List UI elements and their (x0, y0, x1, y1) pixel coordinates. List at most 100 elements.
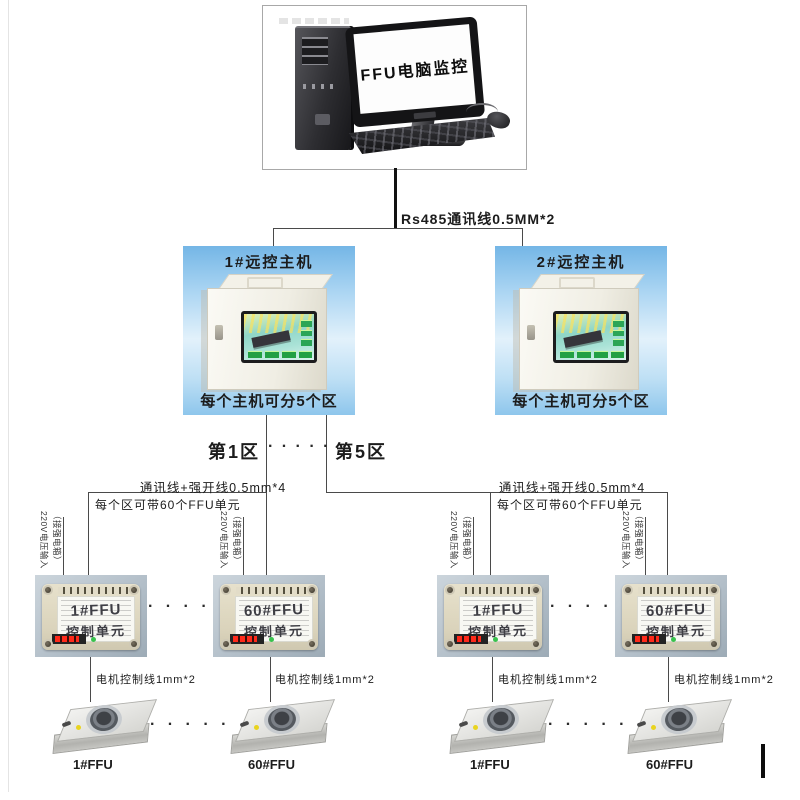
power-stub-unit4 (645, 517, 646, 575)
ffu-ellipsis-right: · · · · · (548, 716, 629, 733)
unit-id-text: 1#FFU (70, 601, 122, 620)
ffu-sticker (76, 725, 81, 730)
motor-line-unit2 (270, 657, 271, 702)
power-label-unit3: （接强电箱） 220V电压输入 (447, 511, 473, 577)
screw (223, 641, 229, 647)
screw (625, 641, 631, 647)
unit-id-text: 60#FFU (645, 600, 707, 621)
unit-ellipsis-left: · · · · · (148, 598, 229, 615)
comm-label-right: 通讯线+强开线0.5mm*4 (498, 481, 646, 495)
ffu-1 (50, 699, 160, 756)
cabinet-body (207, 288, 327, 390)
trunk-line (394, 168, 397, 229)
computer-photo-frame: FFU电脑监控 (262, 5, 527, 170)
drive-bays (302, 37, 328, 65)
tower-buttons (303, 84, 335, 89)
cursor-bar (761, 744, 765, 778)
host-2-note: 每个主机可分5个区 (512, 393, 650, 410)
unit-id-text: 1#FFU (472, 601, 524, 620)
control-unit-label-plate: 1#FFU 控制单元 (460, 597, 536, 641)
status-led (671, 637, 676, 642)
comm-label-left: 通讯线+强开线0.5mm*4 (139, 481, 287, 495)
bus-drop-host2 (522, 228, 523, 246)
power-stub-unit2 (243, 517, 244, 575)
cabinet-screen-image (556, 314, 626, 360)
comm-line-left (88, 492, 267, 493)
bus-drop-host1 (273, 228, 274, 246)
photo-watermark (279, 18, 349, 24)
capacity-label-right: 每个区可带60个FFU单元 (497, 498, 643, 512)
remote-host-2-panel: 2#远控主机 每个主机可分5个区 (495, 246, 667, 415)
control-unit-device: 60#FFU 控制单元 (622, 584, 720, 650)
screw (309, 587, 315, 593)
zone-first-label: 第1区 (208, 442, 261, 462)
ffu-sticker (254, 725, 259, 730)
power-note-text: （接强电箱） (462, 511, 472, 566)
status-led (269, 637, 274, 642)
cabinet-screen (553, 311, 629, 363)
ffu-60b-label: 60#FFU (646, 757, 693, 772)
screw (223, 587, 229, 593)
ffu-1-label: 1#FFU (73, 757, 113, 772)
bus-line (273, 228, 523, 229)
power-note-text: （接强电箱） (52, 511, 62, 566)
screw (711, 641, 717, 647)
label-fine-print (641, 600, 711, 638)
mouse-cable (466, 103, 498, 121)
comm-drop-unit1 (88, 492, 89, 575)
led-display (454, 634, 488, 644)
zone-last-label: 第5区 (335, 442, 388, 462)
cabinet-lock (215, 325, 223, 340)
motor-label-unit3: 电机控制线1mm*2 (498, 674, 598, 686)
cabinet-lock (527, 325, 535, 340)
control-unit-1b: 1#FFU 控制单元 (437, 575, 549, 657)
power-stub-unit1 (63, 517, 64, 575)
screen-bottom-buttons (248, 351, 313, 358)
screw (309, 641, 315, 647)
screw (711, 587, 717, 593)
computer-monitor: FFU电脑监控 (344, 16, 486, 128)
led-display (632, 634, 666, 644)
control-unit-device: 60#FFU 控制单元 (220, 584, 318, 650)
power-note-text: （接强电箱） (634, 511, 644, 566)
ffu-ellipsis-left: · · · · · (150, 716, 231, 733)
unit-id-text: 60#FFU (243, 600, 305, 621)
control-unit-device: 1#FFU 控制单元 (42, 584, 140, 650)
label-fine-print (61, 600, 131, 638)
host-2-cabinet (519, 274, 645, 390)
motor-line-unit4 (668, 657, 669, 702)
screw (625, 587, 631, 593)
led-display (230, 634, 264, 644)
motor-label-unit2: 电机控制线1mm*2 (275, 674, 375, 686)
host-1-note: 每个主机可分5个区 (200, 393, 338, 410)
terminal-strip (638, 587, 718, 594)
power-note-text: （接强电箱） (232, 511, 242, 566)
control-unit-device: 1#FFU 控制单元 (444, 584, 542, 650)
ffu-1b-label: 1#FFU (470, 757, 510, 772)
monitor-logo (413, 111, 436, 120)
comm-drop-unit2 (266, 492, 267, 575)
screw (533, 587, 539, 593)
screw (447, 587, 453, 593)
screen-side-buttons (301, 320, 312, 347)
power-label-unit2: （接强电箱） 220V电压输入 (217, 511, 243, 577)
power-label-unit4: （接强电箱） 220V电压输入 (619, 511, 645, 577)
comm-drop-unit4 (667, 492, 668, 575)
screw (131, 587, 137, 593)
monitor-screen-label: FFU电脑监控 (359, 58, 471, 85)
ffu-60 (228, 699, 338, 756)
screw (533, 641, 539, 647)
motor-line-unit3 (492, 657, 493, 702)
page-edge-line (8, 0, 9, 792)
power-input-text: 220V电压输入 (621, 511, 631, 569)
cabinet-screen-image (244, 314, 314, 360)
control-unit-label-plate: 1#FFU 控制单元 (58, 597, 134, 641)
terminal-strip (236, 587, 316, 594)
control-unit-label-plate: 60#FFU 控制单元 (236, 597, 312, 641)
label-fine-print (463, 600, 533, 638)
remote-host-1-panel: 1#远控主机 每个主机可分5个区 (183, 246, 355, 415)
tower-logo (315, 114, 330, 125)
power-stub-unit3 (473, 517, 474, 575)
unit-ellipsis-right: · · · · · (550, 598, 631, 615)
